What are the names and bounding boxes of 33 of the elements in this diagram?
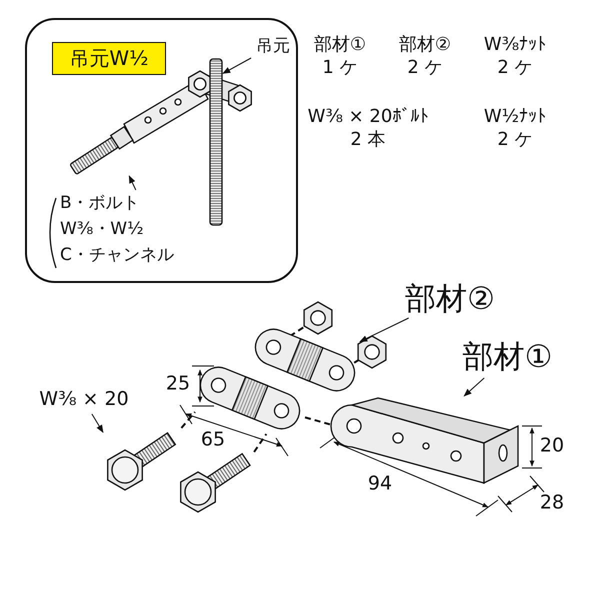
quantity-text: 2 本 bbox=[350, 130, 386, 150]
parts-list-text: W½ﾅｯﾄ bbox=[484, 107, 546, 127]
leader-arrow bbox=[222, 58, 252, 74]
callout-text: W⅜ × 20 bbox=[28, 388, 140, 414]
spec-text: B・ボルト bbox=[60, 192, 140, 215]
parts-list-text: 部材② bbox=[398, 35, 452, 55]
leader-arrow bbox=[464, 378, 485, 397]
quantity-text: 2 ケ bbox=[497, 130, 533, 150]
assembly-guide-line bbox=[304, 416, 330, 426]
threaded-rod-drawing bbox=[209, 58, 223, 226]
spec-text: W⅜・W½ bbox=[60, 218, 144, 241]
dimension-text: 65 bbox=[200, 430, 226, 450]
leader-arrow bbox=[91, 414, 104, 433]
dimension-text: 25 bbox=[166, 374, 190, 394]
callout-text: 吊元 bbox=[250, 34, 296, 58]
assembly-guide-line bbox=[253, 433, 268, 453]
inset-panel bbox=[25, 18, 298, 283]
parts-list-text: W⅜ × 20ﾎﾞﾙﾄ bbox=[308, 107, 428, 127]
spec-text: C・チャンネル bbox=[60, 244, 174, 267]
quantity-text: 1 ケ bbox=[322, 58, 358, 78]
leader-arrow bbox=[128, 175, 136, 190]
assembly-guide-line bbox=[180, 411, 196, 429]
quantity-text: 2 ケ bbox=[497, 58, 533, 78]
part-label: 部材① bbox=[455, 336, 560, 378]
dimension-text: 94 bbox=[368, 474, 392, 494]
part-label: 部材② bbox=[400, 278, 500, 318]
parts-list-text: W⅜ﾅｯﾄ bbox=[484, 35, 546, 55]
quantity-text: 2 ケ bbox=[407, 58, 443, 78]
dimension-text: 20 bbox=[540, 436, 564, 456]
title-tag: 吊元W½ bbox=[52, 42, 166, 75]
leader-arrow bbox=[359, 318, 410, 342]
parts-list-text: 部材① bbox=[314, 35, 366, 55]
dimension-text: 28 bbox=[540, 492, 564, 514]
